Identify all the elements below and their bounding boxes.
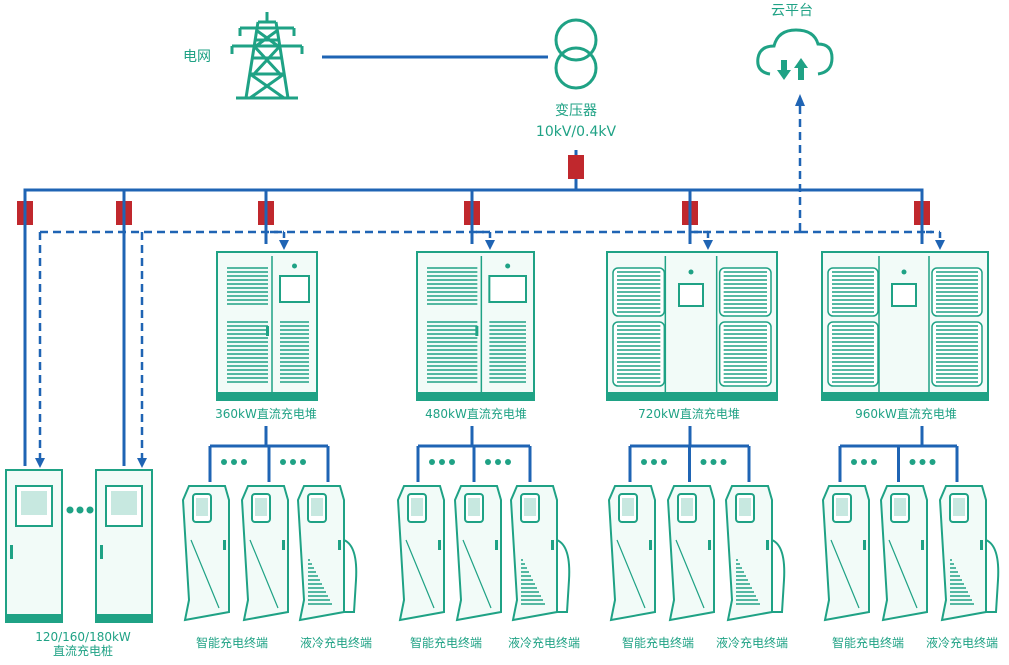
ellipsis-dot — [429, 459, 435, 465]
ellipsis-dot — [710, 459, 717, 465]
ellipsis-dot — [290, 459, 296, 465]
liquid-terminal-label: 液冷充电终端 — [507, 636, 581, 650]
ellipsis-dot — [919, 459, 926, 465]
ellipsis-dot — [929, 459, 936, 465]
ellipsis-dot — [700, 459, 707, 465]
down-arrow-icon — [279, 240, 289, 250]
ellipsis-dot — [871, 459, 877, 465]
single-pile-label-line2: 直流充电桩 — [52, 644, 114, 658]
charging-stack-cabinet — [416, 251, 535, 401]
ellipsis-dot — [221, 459, 227, 465]
smart-terminal — [181, 485, 230, 622]
cloud-icon — [756, 28, 834, 80]
ellipsis-dot — [449, 459, 455, 465]
liquid-terminal-label: 液冷充电终端 — [925, 636, 999, 650]
transformer-ratio: 10kV/0.4kV — [535, 124, 617, 140]
smart-terminal-label: 智能充电终端 — [831, 636, 905, 650]
down-arrow-icon — [137, 458, 147, 468]
transformer-label: 变压器 — [555, 103, 597, 119]
cloud-label: 云平台 — [771, 3, 813, 19]
stack-label: 480kW直流充电堆 — [425, 407, 527, 421]
ellipsis-dot — [280, 459, 286, 465]
liquid-terminal — [509, 485, 571, 622]
smart-terminal-label: 智能充电终端 — [195, 636, 269, 650]
liquid-terminal — [938, 485, 1000, 622]
power-tower-icon — [230, 12, 304, 100]
liquid-terminal — [724, 485, 786, 622]
stack-label: 720kW直流充电堆 — [638, 407, 740, 421]
ellipsis-dot — [86, 506, 94, 514]
single-pile-label-line1: 120/160/180kW — [35, 630, 131, 644]
ellipsis-dot — [641, 459, 647, 465]
smart-terminal-label: 智能充电终端 — [621, 636, 695, 650]
ellipsis-dot — [861, 459, 867, 465]
ellipsis-dot — [495, 459, 501, 465]
ellipsis-dot — [231, 459, 237, 465]
ellipsis-dot — [720, 459, 727, 465]
ellipsis-dot — [485, 459, 491, 465]
smart-terminal — [821, 485, 870, 622]
grid-label: 电网 — [183, 49, 211, 65]
ellipsis-dot — [909, 459, 916, 465]
down-arrow-icon — [703, 240, 713, 250]
charging-stack-cabinet — [606, 251, 778, 401]
stack-label: 360kW直流充电堆 — [215, 407, 317, 421]
smart-terminal — [879, 485, 928, 622]
ellipsis-dot — [300, 459, 306, 465]
smart-terminal — [453, 485, 502, 622]
dc-pile-cabinet — [95, 469, 153, 623]
liquid-terminal — [296, 485, 358, 622]
ellipsis-dot — [505, 459, 511, 465]
liquid-terminal-label: 液冷充电终端 — [299, 636, 373, 650]
down-arrow-icon — [485, 240, 495, 250]
dc-pile-cabinet — [5, 469, 63, 623]
ellipsis-dot — [661, 459, 667, 465]
cloud-arrow-icon — [795, 94, 805, 106]
smart-terminal — [607, 485, 656, 622]
down-arrow-icon — [35, 458, 45, 468]
smart-terminal-label: 智能充电终端 — [409, 636, 483, 650]
main-breaker — [568, 155, 584, 179]
ellipsis-dot — [439, 459, 445, 465]
ellipsis-dot — [851, 459, 857, 465]
charging-stack-cabinet — [216, 251, 318, 401]
stack-label: 960kW直流充电堆 — [855, 407, 957, 421]
ellipsis-dot — [651, 459, 657, 465]
smart-terminal — [666, 485, 715, 622]
smart-terminal — [240, 485, 289, 622]
ellipsis-dot — [76, 506, 84, 514]
charging-stack-cabinet — [821, 251, 989, 401]
ellipsis-dot — [66, 506, 74, 514]
ellipsis-dot — [241, 459, 247, 465]
transformer-icon — [554, 18, 598, 90]
down-arrow-icon — [935, 240, 945, 250]
liquid-terminal-label: 液冷充电终端 — [715, 636, 789, 650]
smart-terminal — [396, 485, 445, 622]
